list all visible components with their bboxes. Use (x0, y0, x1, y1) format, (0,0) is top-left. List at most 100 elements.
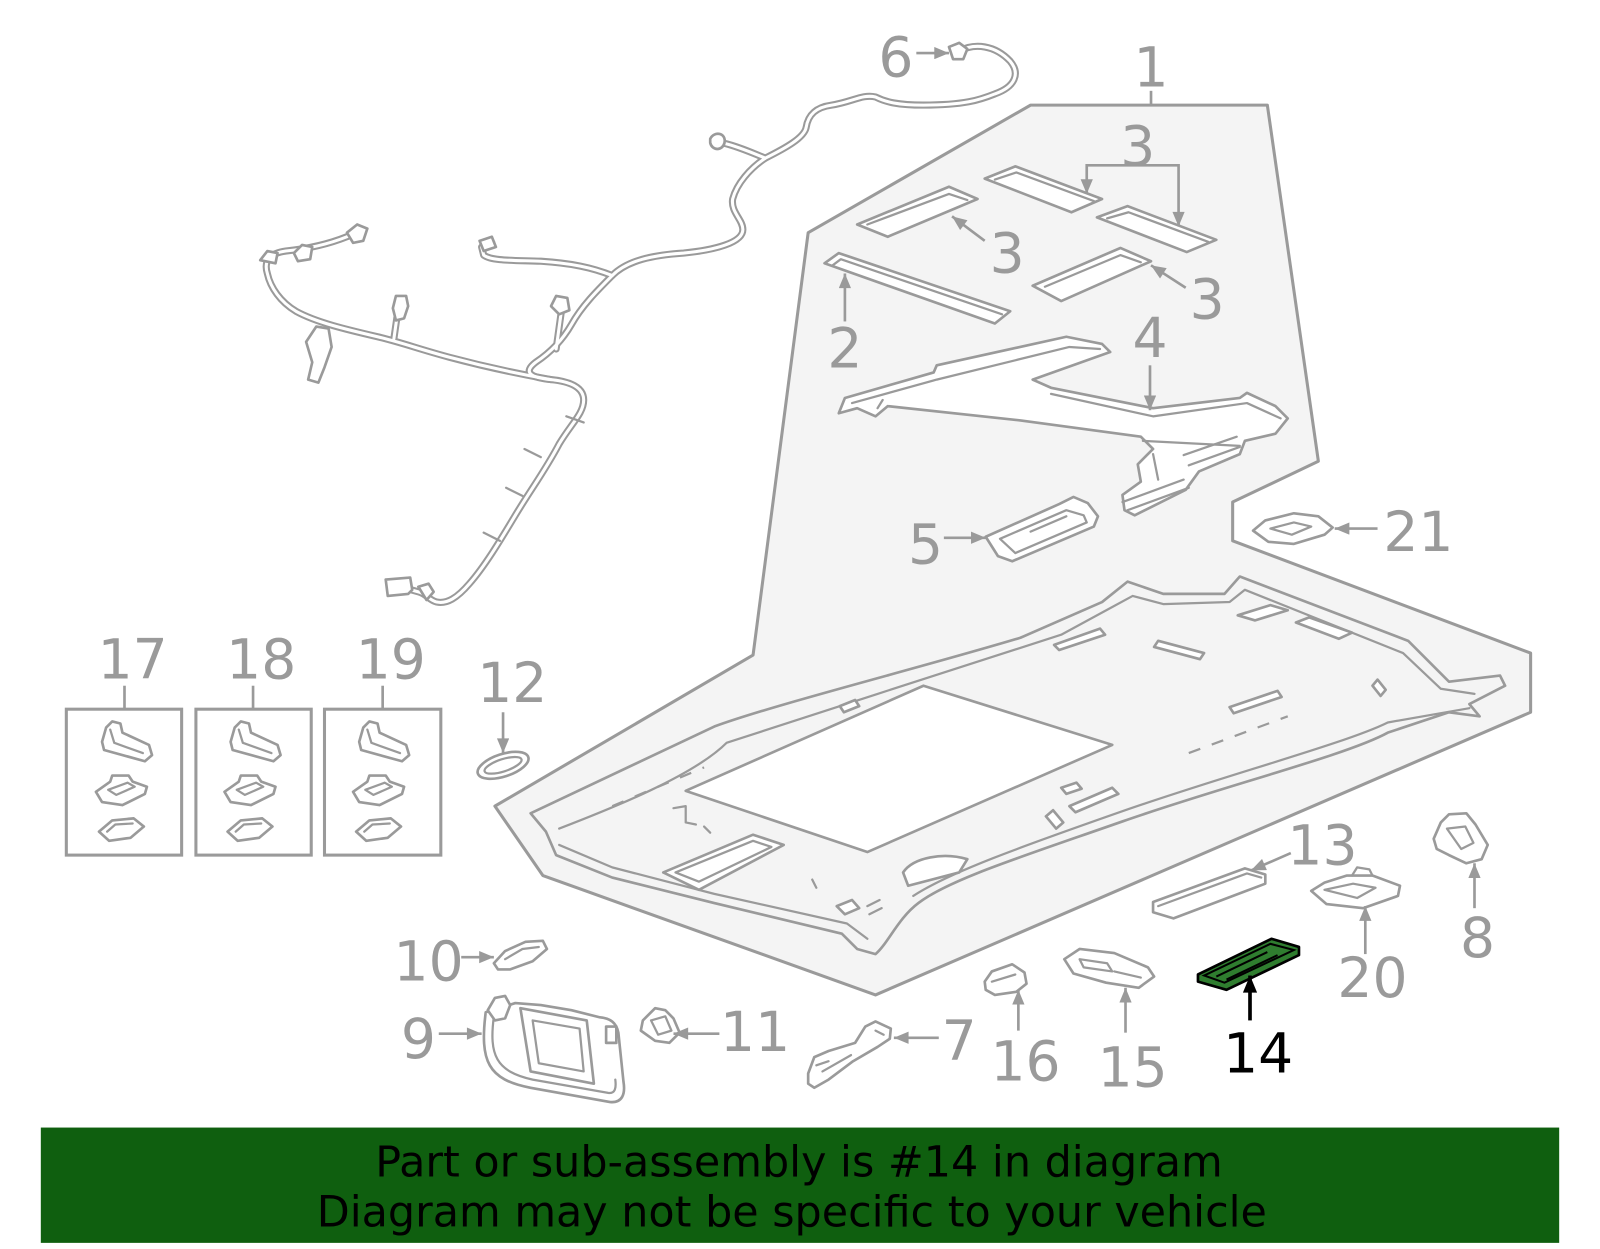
console-inner (998, 509, 1088, 555)
clip-16-body (983, 962, 1028, 997)
callout-13: 13 (1287, 813, 1357, 877)
harness-connector-i (384, 576, 414, 598)
leader-13 (1250, 851, 1292, 872)
part-14-inner-edge (1201, 942, 1297, 984)
part-8-hook (1432, 811, 1490, 865)
headliner (529, 575, 1507, 956)
pad-lower-body (1031, 246, 1153, 303)
clip-retainer (223, 774, 277, 807)
headliner-score-line-a (1188, 715, 1289, 755)
callout-3-top: 3 (1120, 114, 1155, 178)
headliner-slot-e (1294, 616, 1354, 641)
callout-2: 2 (827, 316, 862, 380)
callout-12: 12 (477, 651, 547, 715)
part-9-sun-visor (482, 994, 626, 1104)
harness-connector-g (391, 294, 410, 322)
part-14-body (1196, 937, 1301, 992)
bracket-20-detail (1323, 866, 1377, 900)
strip-13-body (1151, 867, 1267, 920)
sunroof-opening (684, 684, 1114, 854)
part-3-pad-lower (1031, 246, 1153, 303)
leader-lines (123, 46, 1481, 1044)
harness-connector-d (345, 223, 369, 245)
clip-10-detail (503, 945, 540, 961)
lamp-15-detail (1078, 958, 1142, 979)
strip-edge (831, 258, 1004, 316)
leader-3-left (951, 215, 986, 242)
clip-tab-detail (363, 822, 391, 833)
part-7-grab-handle (806, 1020, 893, 1090)
console-body (984, 495, 1100, 563)
callout-18: 18 (226, 628, 296, 692)
banner-line-1: Part or sub-assembly is #14 in diagram (375, 1138, 1223, 1188)
pad-right-edge (1106, 211, 1210, 243)
headliner-slot-i (1044, 808, 1065, 830)
callout-7: 7 (942, 1009, 977, 1073)
vanity-opening (661, 833, 786, 892)
part-18-clip-set (223, 720, 282, 843)
callout-16: 16 (990, 1030, 1060, 1094)
clip-hook-detail (237, 728, 273, 755)
part-2-strip (823, 251, 1012, 325)
headliner-mark-a (672, 805, 712, 834)
visor-tab (604, 1025, 618, 1045)
bracket-21-inner (1269, 521, 1313, 536)
harness-connector-b (708, 132, 726, 151)
clip-tab-detail (234, 822, 263, 833)
clip-retainer-detail (364, 781, 393, 797)
callout-20: 20 (1337, 946, 1407, 1010)
part-6-wiring-harness (258, 41, 1015, 603)
callout-21: 21 (1383, 500, 1453, 564)
part-20-bracket (1309, 866, 1402, 910)
harness-bracket (304, 325, 333, 384)
callout-10: 10 (394, 930, 464, 994)
part-10-clip (492, 939, 549, 971)
part-13-strip (1151, 867, 1267, 920)
pad-left-body (855, 185, 979, 239)
pad-left-edge (866, 192, 969, 226)
strip-13-detail (1157, 872, 1263, 908)
callouts: 1 3 3 3 2 4 6 5 21 17 18 19 12 13 8 20 1… (98, 26, 1495, 1100)
headliner-mark-b (811, 878, 883, 916)
harness-connector-j (417, 582, 435, 602)
harness-connector-e (292, 243, 314, 263)
headliner-slot-c (1228, 689, 1283, 715)
leader-3-right (1150, 264, 1187, 289)
leader-3-top-right (1137, 163, 1185, 227)
part-3-pad-top (983, 165, 1104, 214)
callout-8: 8 (1460, 906, 1495, 970)
callout-3-left: 3 (990, 221, 1025, 285)
callout-6: 6 (878, 26, 913, 90)
harness-clips (482, 415, 585, 542)
headliner-slot-f (1371, 678, 1388, 698)
clip-10-body (492, 939, 549, 971)
part-5-console (984, 495, 1100, 563)
callout-1: 1 (1133, 36, 1168, 100)
callout-3-right: 3 (1190, 267, 1225, 331)
visor-mirror (531, 1019, 585, 1073)
reinforcement-body (837, 335, 1290, 517)
strip-body (823, 251, 1012, 325)
hook-8-body (1432, 811, 1490, 865)
callout-19: 19 (356, 628, 426, 692)
harness-connector-a (947, 41, 969, 61)
part-12-cover (476, 750, 530, 781)
bracket-20-body (1309, 874, 1402, 910)
headliner-slot-k (835, 898, 861, 916)
visor-pivot-clip (486, 994, 512, 1022)
bracket-21-body (1251, 511, 1334, 546)
clip-retainer (94, 774, 149, 807)
leader-3-top-left (1080, 163, 1138, 194)
part-11-bracket (639, 1006, 681, 1045)
clip-tab-detail (106, 822, 134, 833)
visor-lip (491, 1015, 617, 1095)
part-17-clip-set (94, 720, 154, 843)
callout-9: 9 (401, 1007, 436, 1071)
banner-line-2: Diagram may not be specific to your vehi… (317, 1188, 1267, 1238)
vanity-opening-inner (674, 839, 773, 883)
bracket-11-detail (649, 1015, 673, 1036)
headliner-slot-d (1236, 603, 1290, 622)
clip-hook-detail (109, 728, 144, 755)
harness-connector-f (258, 249, 279, 265)
callout-15: 15 (1098, 1036, 1168, 1100)
